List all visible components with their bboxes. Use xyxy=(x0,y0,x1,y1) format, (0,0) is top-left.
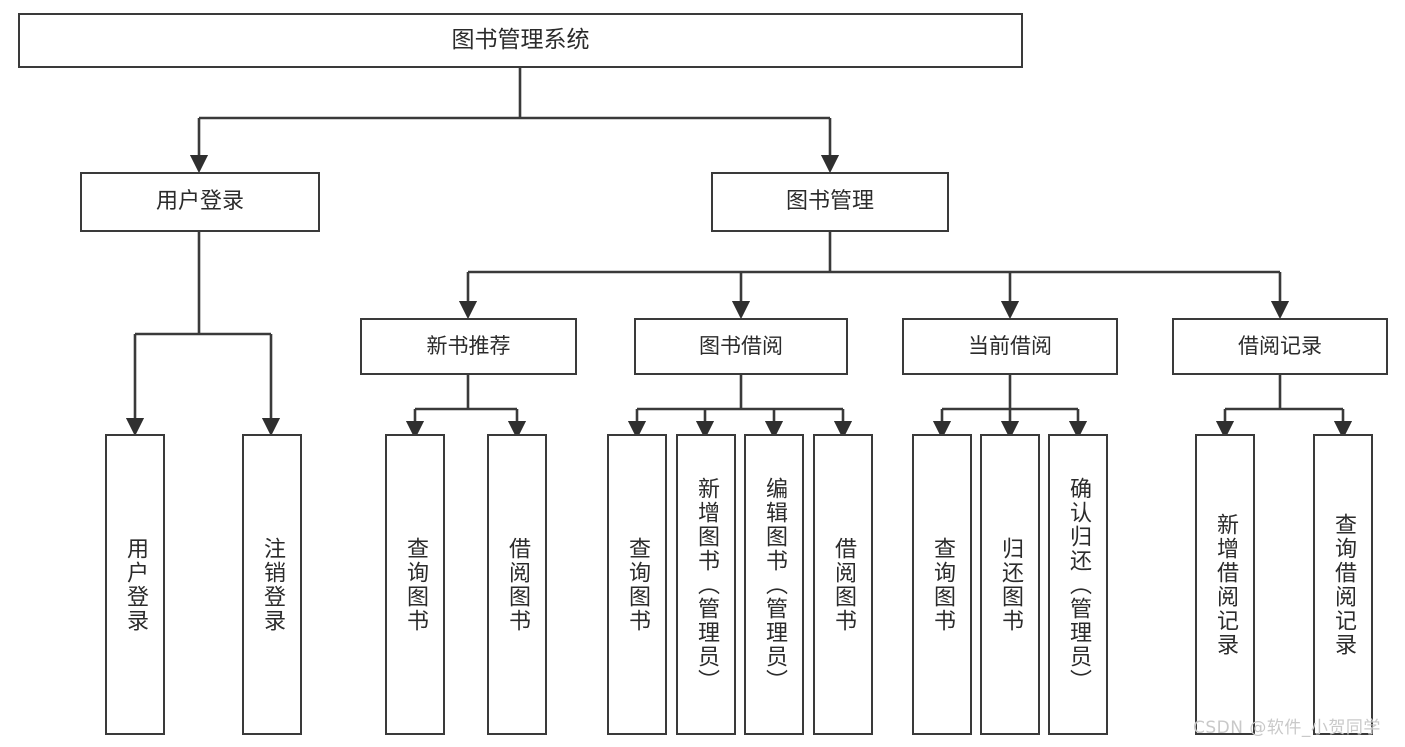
csdn-watermark: CSDN @软件_小贺同学 xyxy=(1193,718,1381,738)
node-root-system[interactable]: 图书管理系统 xyxy=(18,13,1023,68)
node-label: 注销登录 xyxy=(260,536,285,633)
leaf-new-book-borrow[interactable]: 借阅图书 xyxy=(487,434,547,735)
node-book-borrow[interactable]: 图书借阅 xyxy=(634,318,848,375)
node-user-login[interactable]: 用户登录 xyxy=(80,172,320,232)
node-label: 新书推荐 xyxy=(426,334,511,359)
node-label: 归还图书 xyxy=(998,536,1023,633)
node-label: 编辑图书（管理员） xyxy=(762,476,787,693)
leaf-user-login-signin[interactable]: 用户登录 xyxy=(105,434,165,735)
leaf-book-borrow-add[interactable]: 新增图书（管理员） xyxy=(676,434,736,735)
node-new-book-recommend[interactable]: 新书推荐 xyxy=(360,318,577,375)
leaf-borrow-record-query[interactable]: 查询借阅记录 xyxy=(1313,434,1373,735)
node-label: 查询借阅记录 xyxy=(1331,512,1356,657)
node-label: 借阅图书 xyxy=(831,536,856,633)
node-label: 图书管理 xyxy=(785,189,874,215)
node-current-borrow[interactable]: 当前借阅 xyxy=(902,318,1118,375)
node-label: 用户登录 xyxy=(155,189,244,215)
node-label: 借阅记录 xyxy=(1238,334,1322,359)
leaf-book-borrow-query[interactable]: 查询图书 xyxy=(607,434,667,735)
leaf-book-borrow-lend[interactable]: 借阅图书 xyxy=(813,434,873,735)
node-label: 借阅图书 xyxy=(505,536,530,633)
leaf-current-borrow-return[interactable]: 归还图书 xyxy=(980,434,1040,735)
leaf-new-book-query[interactable]: 查询图书 xyxy=(385,434,445,735)
node-label: 新增借阅记录 xyxy=(1213,512,1238,657)
node-label: 确认归还（管理员） xyxy=(1066,476,1091,693)
leaf-current-borrow-confirm-return[interactable]: 确认归还（管理员） xyxy=(1048,434,1108,735)
node-label: 用户登录 xyxy=(123,536,148,633)
leaf-current-borrow-query[interactable]: 查询图书 xyxy=(912,434,972,735)
node-label: 查询图书 xyxy=(625,536,650,633)
node-label: 当前借阅 xyxy=(968,334,1052,359)
node-label: 图书借阅 xyxy=(699,334,783,359)
node-label: 查询图书 xyxy=(930,536,955,633)
leaf-user-login-signout[interactable]: 注销登录 xyxy=(242,434,302,735)
node-label: 图书管理系统 xyxy=(451,27,590,54)
leaf-book-borrow-edit[interactable]: 编辑图书（管理员） xyxy=(744,434,804,735)
node-borrow-record[interactable]: 借阅记录 xyxy=(1172,318,1388,375)
node-label: 新增图书（管理员） xyxy=(694,476,719,693)
leaf-borrow-record-add[interactable]: 新增借阅记录 xyxy=(1195,434,1255,735)
node-label: 查询图书 xyxy=(403,536,428,633)
node-book-management[interactable]: 图书管理 xyxy=(711,172,949,232)
